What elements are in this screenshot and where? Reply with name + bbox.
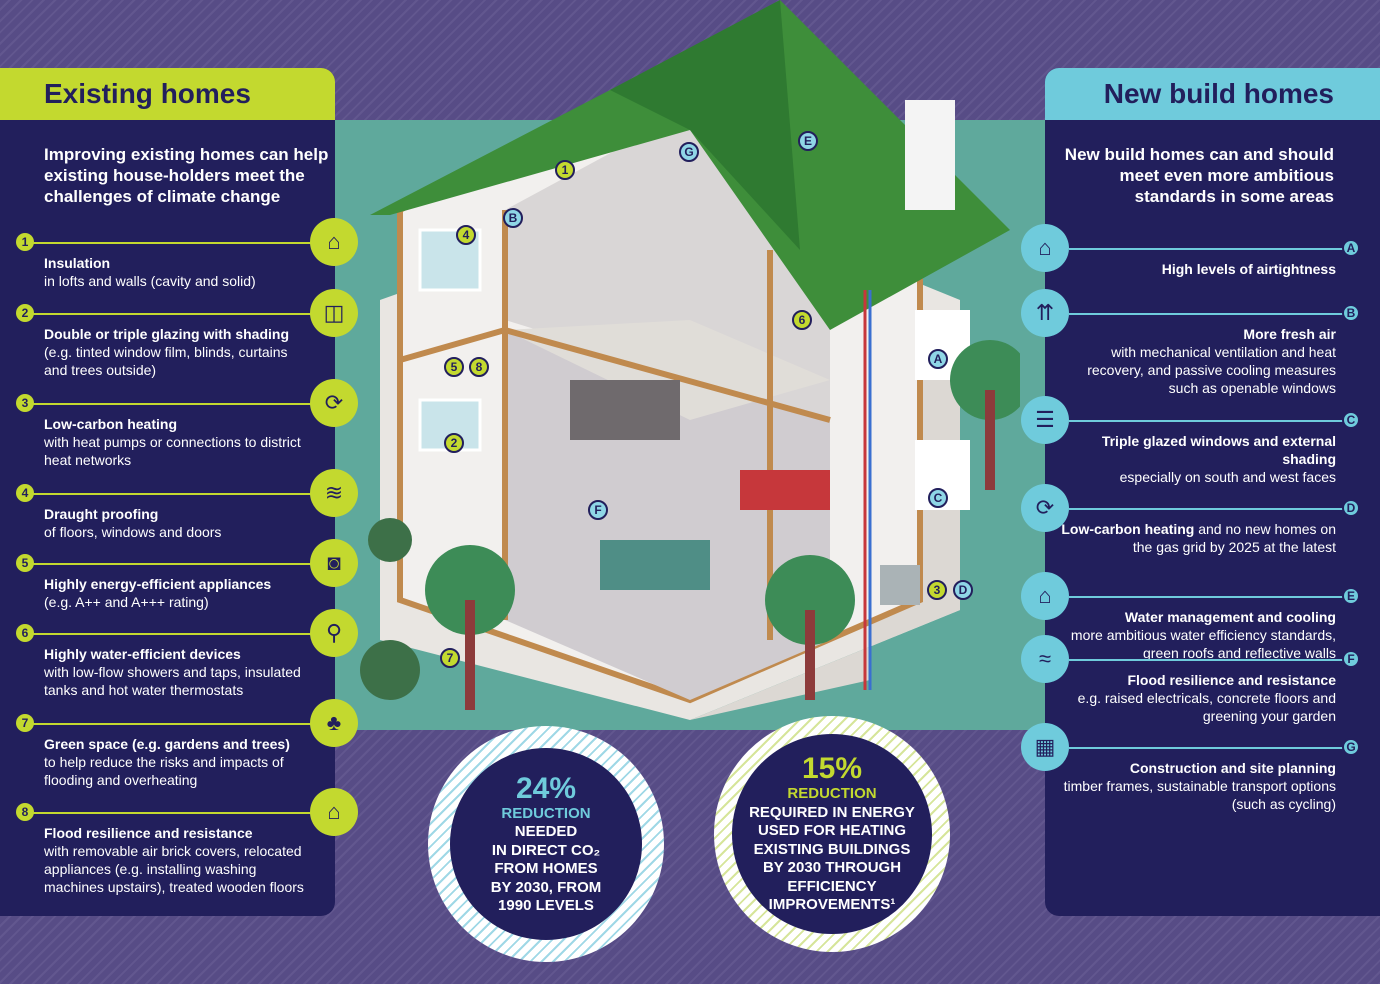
item-desc: e.g. raised electricals, concrete floors… [1077,690,1336,724]
item-desc: more ambitious water efficiency standard… [1070,627,1336,661]
stat-line: BY 2030, FROM [490,878,602,896]
window-icon: ◫ [310,289,358,337]
panel-intro: Improving existing homes can help existi… [44,145,329,206]
item-title: Highly water-efficient devices [44,646,241,662]
stat-line: IN DIRECT CO₂ [491,841,601,859]
item-desc: timber frames, sustainable transport opt… [1063,778,1336,812]
item-desc: (e.g. tinted window film, blinds, curtai… [44,344,288,378]
stat-line: BY 2030 THROUGH [762,859,902,877]
existing-homes-panel: Existing homes Improving existing homes … [0,68,358,916]
item-letter: G [1342,738,1360,756]
tree-icon: ♣ [310,699,358,747]
wind-icon: ≋ [310,469,358,517]
item-title: Flood resilience and resistance [44,825,253,841]
marker-2: 2 [444,433,464,453]
item-desc: with removable air brick covers, relocat… [44,843,304,895]
marker-g: G [679,142,699,162]
house-icon: ⌂ [1021,224,1069,272]
stat-percent: 15% [801,752,863,786]
house-heating-icon: ⟳ [310,379,358,427]
item-title: Low-carbon heating [1061,521,1195,537]
marker-c: C [928,488,948,508]
item-number: 6 [16,624,34,642]
item-title: Low-carbon heating [44,416,177,432]
marker-d: D [953,580,973,600]
item-desc: in lofts and walls (cavity and solid) [44,273,256,289]
item-title: More fresh air [1243,326,1336,342]
item-number: 7 [16,714,34,732]
stat-line: FROM HOMES [494,860,598,877]
item-letter: C [1342,411,1360,429]
item-title: Triple glazed windows and external shadi… [1101,433,1336,467]
flood-house-icon: ⌂ [310,788,358,836]
marker-4: 4 [456,225,476,245]
building-frame-icon: ▦ [1021,723,1069,771]
marker-3: 3 [927,580,947,600]
stat-label: REDUCTION [501,804,591,822]
item-letter: E [1342,587,1360,605]
item-title: Double or triple glazing with shading [44,326,289,342]
house-heating-icon: ⟳ [1021,484,1069,532]
item-desc: and no new homes on the gas grid by 2025… [1132,521,1336,555]
item-letter: B [1342,304,1360,322]
stat-label: REDUCTION [787,785,877,803]
item-number: 3 [16,394,34,412]
shutter-icon: ☰ [1021,396,1069,444]
item-desc: of floors, windows and doors [44,524,222,540]
marker-5: 5 [444,357,464,377]
marker-1: 1 [555,160,575,180]
marker-b: B [503,208,523,228]
marker-f: F [588,500,608,520]
stat-percent: 24% [515,771,577,805]
item-title: High levels of airtightness [1161,261,1336,277]
item-title: Construction and site planning [1129,760,1336,776]
item-desc: with heat pumps or connections to distri… [44,434,301,468]
panel-title: New build homes [1045,68,1380,120]
panel-intro: New build homes can and should meet even… [1064,145,1334,206]
heating-energy-stat: 15% REDUCTION REQUIRED IN ENERGY USED FO… [714,716,950,952]
item-desc: with low-flow showers and taps, insulate… [44,664,301,698]
stat-line: 1990 LEVELS [498,897,594,914]
item-title: Highly energy-efficient appliances [44,576,272,592]
house-illustration [360,0,1020,720]
item-number: 8 [16,803,34,821]
tap-icon: ⚲ [310,609,358,657]
flood-house-icon: ≈ [1021,635,1069,683]
panel-title: Existing homes [0,68,335,120]
stat-line: USED FOR HEATING [757,822,907,840]
stat-line: EXISTING BUILDINGS [753,840,911,858]
item-desc: to help reduce the risks and impacts of … [44,754,284,788]
item-desc: with mechanical ventilation and heat rec… [1087,344,1336,396]
item-letter: D [1342,499,1360,517]
item-title: Flood resilience and resistance [1127,672,1336,688]
item-letter: A [1342,239,1360,257]
item-title: Green space (e.g. gardens and trees) [44,736,290,752]
marker-7: 7 [440,648,460,668]
co2-reduction-stat: 24% REDUCTION NEEDED IN DIRECT CO₂ FROM … [428,726,664,962]
item-title: Water management and cooling [1124,609,1336,625]
item-title: Draught proofing [44,506,159,522]
washing-machine-icon: ◙ [310,539,358,587]
item-title: Insulation [44,255,111,271]
item-number: 1 [16,233,34,251]
stat-line: EFFICIENCY [787,877,877,895]
green-roof-icon: ⌂ [1021,572,1069,620]
stat-line: REQUIRED IN ENERGY [749,803,915,821]
marker-e: E [798,131,818,151]
marker-8: 8 [469,357,489,377]
item-desc: especially on south and west faces [1119,469,1336,485]
marker-6: 6 [792,310,812,330]
item-number: 4 [16,484,34,502]
house-icon: ⌂ [310,218,358,266]
new-build-homes-panel: New build homes New build homes can and … [1021,68,1380,916]
stat-line: IMPROVEMENTS¹ [768,896,896,914]
item-letter: F [1342,650,1360,668]
item-number: 5 [16,554,34,572]
stat-line: NEEDED [514,823,578,840]
marker-a: A [928,349,948,369]
ventilation-icon: ⇈ [1021,289,1069,337]
item-number: 2 [16,304,34,322]
item-desc: (e.g. A++ and A+++ rating) [44,594,209,610]
